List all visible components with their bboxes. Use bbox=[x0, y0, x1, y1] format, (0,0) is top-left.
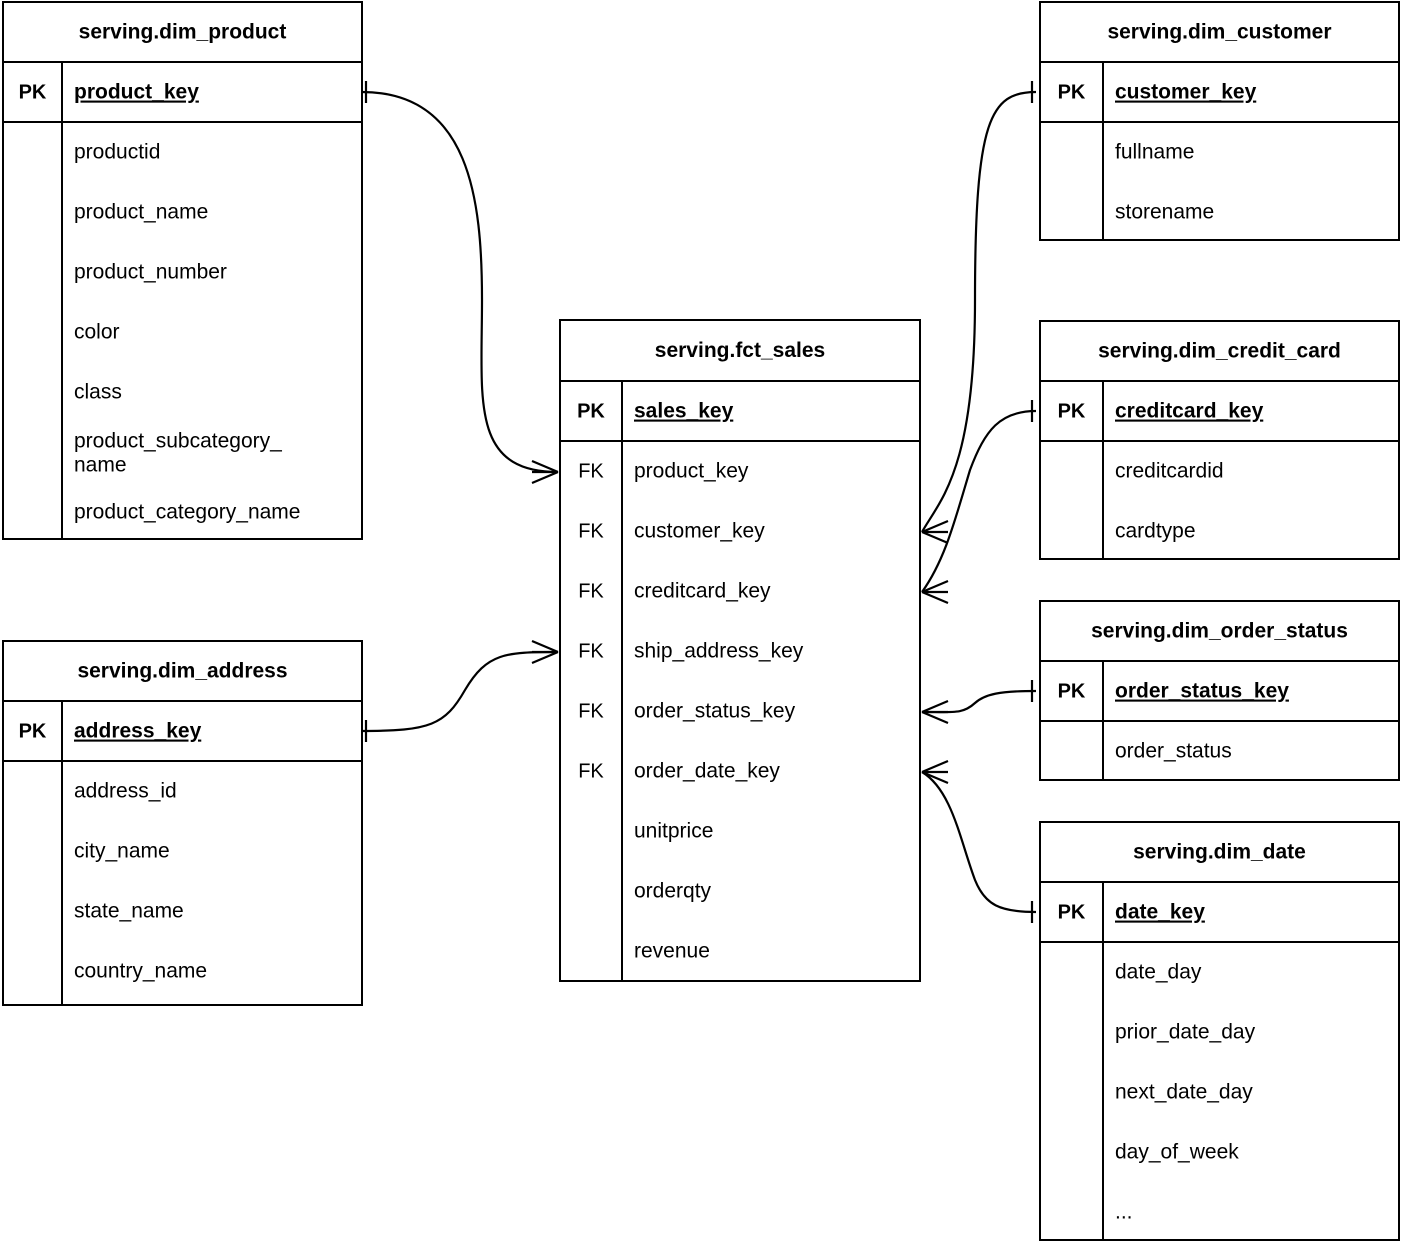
table-title: serving.dim_product bbox=[79, 21, 287, 44]
table-title: serving.dim_credit_card bbox=[1098, 340, 1341, 363]
relationships-layer bbox=[361, 81, 1037, 923]
table-title: serving.fct_sales bbox=[655, 339, 825, 362]
cardinality-many-marker bbox=[921, 579, 949, 605]
column-name: productid bbox=[74, 141, 160, 164]
column-name: state_name bbox=[74, 900, 184, 923]
column-name: unitprice bbox=[634, 820, 713, 843]
column-name: prior_date_day bbox=[1115, 1021, 1256, 1044]
table-title: serving.dim_customer bbox=[1107, 21, 1331, 44]
relationship-dim_date-to-fct_sales bbox=[921, 759, 1037, 923]
relationship-dim_product-to-fct_sales bbox=[361, 81, 559, 485]
relationship-dim_address-to-fct_sales bbox=[361, 639, 559, 742]
table-box bbox=[559, 319, 921, 982]
column-name: ... bbox=[1115, 1201, 1133, 1224]
column-name: product_category_name bbox=[74, 501, 300, 524]
column-name: color bbox=[74, 321, 120, 344]
relationship-dim_customer-to-fct_sales bbox=[921, 81, 1037, 545]
column-key-tag-pk: PK bbox=[1058, 901, 1086, 923]
column-name: product_key bbox=[634, 460, 749, 483]
column-name: creditcardid bbox=[1115, 460, 1224, 483]
column-name: product_subcategory_ bbox=[74, 430, 282, 453]
column-key-tag-fk: FK bbox=[578, 520, 604, 542]
column-name-continued: name bbox=[74, 454, 127, 477]
column-name-primary-key: date_key bbox=[1115, 901, 1205, 924]
table-title: serving.dim_date bbox=[1133, 841, 1306, 864]
column-name: product_number bbox=[74, 261, 227, 284]
column-name-primary-key: product_key bbox=[74, 81, 199, 104]
table-box bbox=[1039, 600, 1400, 781]
column-name: customer_key bbox=[634, 520, 765, 543]
relationship-line bbox=[361, 650, 559, 733]
table-title: serving.dim_order_status bbox=[1091, 620, 1348, 643]
cardinality-many-marker bbox=[921, 699, 949, 725]
column-name: address_id bbox=[74, 780, 177, 803]
relationship-line bbox=[921, 90, 1037, 533]
cardinality-many-marker bbox=[531, 639, 559, 665]
column-name: order_status bbox=[1115, 740, 1232, 763]
column-name-primary-key: address_key bbox=[74, 720, 202, 743]
column-name-primary-key: creditcard_key bbox=[1115, 400, 1264, 423]
column-name-primary-key: customer_key bbox=[1115, 81, 1257, 104]
table-box bbox=[1039, 821, 1400, 1241]
column-name: product_name bbox=[74, 201, 208, 224]
relationship-dim_order_status-to-fct_sales bbox=[921, 680, 1037, 725]
cardinality-many-marker bbox=[531, 459, 559, 485]
column-name: order_date_key bbox=[634, 760, 780, 783]
column-key-tag-fk: FK bbox=[578, 760, 604, 782]
column-name: orderqty bbox=[634, 880, 712, 903]
column-key-tag-pk: PK bbox=[1058, 680, 1086, 702]
cardinality-many-marker bbox=[921, 759, 949, 785]
column-key-tag-fk: FK bbox=[578, 640, 604, 662]
column-name: next_date_day bbox=[1115, 1081, 1253, 1104]
relationship-dim_credit_card-to-fct_sales bbox=[921, 400, 1037, 605]
column-name-primary-key: sales_key bbox=[634, 400, 734, 423]
column-key-tag-fk: FK bbox=[578, 460, 604, 482]
column-name: class bbox=[74, 381, 122, 404]
column-key-tag-pk: PK bbox=[19, 720, 47, 742]
column-name: storename bbox=[1115, 201, 1214, 224]
relationship-line bbox=[921, 689, 1037, 714]
column-name: creditcard_key bbox=[634, 580, 771, 603]
column-key-tag-pk: PK bbox=[19, 81, 47, 103]
column-name: ship_address_key bbox=[634, 640, 804, 663]
cardinality-many-marker bbox=[921, 519, 949, 545]
column-name: day_of_week bbox=[1115, 1141, 1239, 1164]
relationship-line bbox=[361, 90, 559, 474]
column-name: fullname bbox=[1115, 141, 1194, 164]
column-name: city_name bbox=[74, 840, 170, 863]
relationship-line bbox=[921, 409, 1037, 593]
column-name: revenue bbox=[634, 940, 710, 963]
column-key-tag-fk: FK bbox=[578, 700, 604, 722]
column-key-tag-fk: FK bbox=[578, 580, 604, 602]
relationship-line bbox=[921, 771, 1037, 914]
column-name: date_day bbox=[1115, 961, 1202, 984]
column-name: order_status_key bbox=[634, 700, 796, 723]
column-key-tag-pk: PK bbox=[1058, 400, 1086, 422]
column-key-tag-pk: PK bbox=[577, 400, 605, 422]
column-name-primary-key: order_status_key bbox=[1115, 680, 1289, 703]
column-name: country_name bbox=[74, 960, 207, 983]
table-box bbox=[2, 640, 363, 1006]
column-name: cardtype bbox=[1115, 520, 1196, 543]
table-title: serving.dim_address bbox=[77, 660, 287, 683]
column-key-tag-pk: PK bbox=[1058, 81, 1086, 103]
